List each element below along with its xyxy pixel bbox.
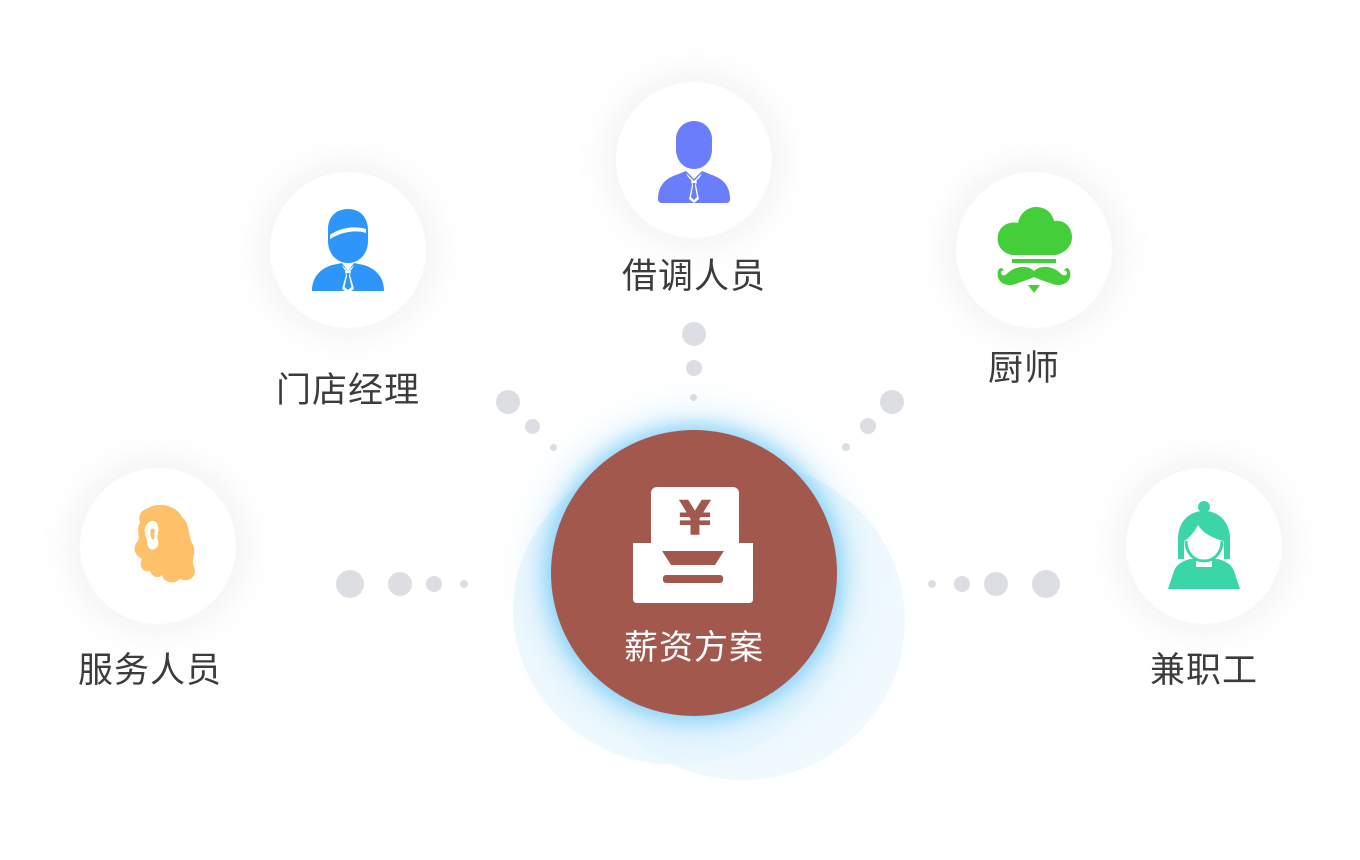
curly-hair-woman-icon bbox=[134, 504, 195, 583]
center-label: 薪资方案 bbox=[624, 628, 764, 668]
bun-hair-woman-icon bbox=[1168, 501, 1240, 589]
svg-text:¥: ¥ bbox=[678, 491, 711, 547]
salary-plan-node[interactable]: ¥ 薪资方案 bbox=[551, 430, 837, 716]
manager-icon bbox=[312, 209, 384, 293]
waiter-label: 服务人员 bbox=[77, 651, 222, 691]
chef-hat-mustache-icon bbox=[997, 207, 1072, 293]
seconded-staff-node[interactable] bbox=[616, 82, 772, 238]
chef-node[interactable] bbox=[956, 172, 1112, 328]
chef-label: 厨师 bbox=[987, 349, 1060, 389]
businessman-icon bbox=[658, 121, 730, 203]
part-time-label: 兼职工 bbox=[1149, 651, 1258, 691]
store-manager-label: 门店经理 bbox=[275, 371, 420, 411]
store-manager-node[interactable] bbox=[270, 172, 426, 328]
waiter-node[interactable] bbox=[80, 468, 236, 624]
yuan-tray-icon: ¥ bbox=[633, 487, 753, 603]
seconded-staff-label: 借调人员 bbox=[621, 257, 766, 297]
part-time-node[interactable] bbox=[1126, 468, 1282, 624]
